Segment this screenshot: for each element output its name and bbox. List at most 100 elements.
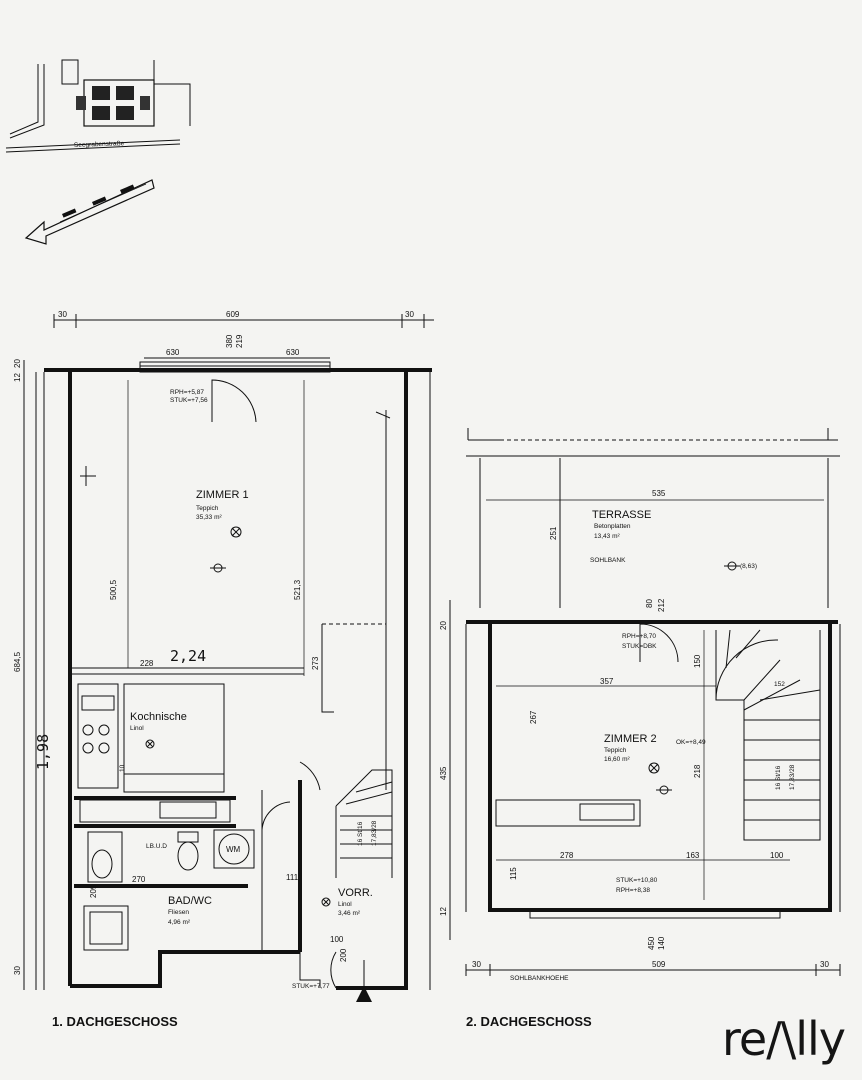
dim-vorr-100: 100 <box>330 935 344 944</box>
dim-stair-200: 200 <box>339 948 348 962</box>
rph-level: RPH=+8,70 <box>622 633 656 640</box>
dim-218: 218 <box>693 764 702 778</box>
floor-1-plan: 30 609 30 630 630 380 219 684,5 20 12 30… <box>13 310 434 1029</box>
room-vorr-area: 3,46 m² <box>338 910 361 917</box>
dim-left-12: 12 <box>13 373 22 382</box>
dim-100: 100 <box>770 851 784 860</box>
dim-228: 228 <box>140 659 154 668</box>
dim-hall-273: 273 <box>311 656 320 670</box>
dim-left-20: 20 <box>439 621 448 630</box>
handwritten-side: 1,98 <box>34 734 52 770</box>
north-arrow-icon <box>24 179 155 245</box>
stuk-level: STUK=DBK <box>622 643 657 650</box>
socket-icon <box>375 411 391 419</box>
dim-435: 435 <box>439 766 448 780</box>
dim-left-height: 684,5 <box>13 651 22 672</box>
staircase <box>335 769 393 878</box>
wm-label: WM <box>226 845 241 854</box>
room-kochnische-floor: Linol <box>130 725 144 732</box>
dim-room-h2: 521,3 <box>293 579 302 600</box>
dim-window-219: 219 <box>235 334 244 348</box>
room-vorr-name: VORR. <box>338 887 373 899</box>
dim-window-right: 630 <box>286 348 300 357</box>
dim-115: 115 <box>509 867 518 880</box>
dim-top-609: 609 <box>226 310 240 319</box>
floor-2-plan: 535 251 TERRASSE Betonplatten 13,43 m² S… <box>439 428 841 1029</box>
stove-icon <box>82 724 110 754</box>
stair-count: 16 St/16 <box>357 821 364 846</box>
site-plan: Seegrabenstraße <box>5 59 191 245</box>
washing-machine-icon: WM <box>213 829 255 869</box>
ceiling-light-icon <box>230 526 242 538</box>
dim-terrace-251: 251 <box>549 526 558 540</box>
dim-left-30: 30 <box>472 960 481 969</box>
dim-window-380: 380 <box>225 334 234 348</box>
smoke-detector-icon <box>724 561 740 571</box>
toilet-icon <box>177 831 199 871</box>
stair-dim: 17,83/28 <box>789 764 796 790</box>
ceiling-light-icon <box>145 739 155 749</box>
floor-1-title: 1. DACHGESCHOSS <box>52 1014 178 1029</box>
dim-357: 357 <box>600 677 614 686</box>
stair-count: 16 St/16 <box>775 765 782 790</box>
stuk-level: STUK=+7,56 <box>170 397 208 404</box>
dim-bottom-30: 30 <box>13 966 22 975</box>
room-terrasse-name: TERRASSE <box>592 509 651 521</box>
dim-left-20: 20 <box>13 359 22 368</box>
shower-icon <box>83 905 129 951</box>
room-bad-floor: Fliesen <box>168 909 189 916</box>
dim-left-12: 12 <box>439 907 448 916</box>
room-zimmer2-area: 16,60 m² <box>604 756 630 763</box>
rph-lower: RPH=+8,38 <box>616 887 650 894</box>
ceiling-light-icon <box>648 762 660 774</box>
room-zimmer2-floor: Teppich <box>604 747 627 754</box>
handwritten-width: 2,24 <box>170 647 206 665</box>
floor-2-title: 2. DACHGESCHOSS <box>466 1014 592 1029</box>
dim-window-left: 630 <box>166 348 180 357</box>
dim-278: 278 <box>560 851 574 860</box>
stuk-bottom: STUK=+7,77 <box>292 983 330 990</box>
room-vorr-floor: Linol <box>338 901 352 908</box>
stuk-lower: STUK=+10,80 <box>616 877 658 884</box>
room-zimmer1-area: 35,33 m² <box>196 514 222 521</box>
room-terrasse-area: 13,43 m² <box>594 533 620 540</box>
dim-80: 80 <box>645 599 654 608</box>
room-zimmer2-name: ZIMMER 2 <box>604 733 657 745</box>
ok-level: OK=+8,49 <box>676 739 706 746</box>
brand-logo: re/\lly <box>722 1012 846 1066</box>
dim-509: 509 <box>652 960 666 969</box>
smoke-detector-icon <box>656 785 672 795</box>
dim-267: 267 <box>529 710 538 724</box>
room-zimmer1-floor: Teppich <box>196 505 219 512</box>
dim-140: 140 <box>657 936 666 950</box>
socket-icon <box>80 466 96 486</box>
dim-bath-270: 270 <box>132 875 146 884</box>
lbud-label: LB.U.D <box>146 843 167 850</box>
dim-450: 450 <box>647 936 656 950</box>
sohlbank-bottom: SOHLBANKHOEHE <box>510 975 569 982</box>
smoke-detector-icon <box>210 563 226 573</box>
dim-right-30: 30 <box>820 960 829 969</box>
sohlbank-label: SOHLBANK <box>590 557 626 564</box>
dim-room-h1: 500,5 <box>109 579 118 600</box>
rph-level: RPH=+5,87 <box>170 389 204 396</box>
room-terrasse-floor: Betonplatten <box>594 523 631 530</box>
dim-right-30: 30 <box>405 310 414 319</box>
dim-hall-111: 111 <box>286 873 299 882</box>
dim-150: 150 <box>693 654 702 668</box>
dim-left-30: 30 <box>58 310 67 319</box>
room-bad-name: BAD/WC <box>168 895 212 907</box>
ceiling-light-icon <box>321 897 331 907</box>
street-label: Seegrabenstraße <box>74 140 125 149</box>
entrance-marker-icon <box>356 960 372 1002</box>
room-zimmer1-name: ZIMMER 1 <box>196 489 249 501</box>
room-kochnische-name: Kochnische <box>130 711 187 723</box>
dim-152: 152 <box>774 681 785 688</box>
dim-terrace-535: 535 <box>652 489 666 498</box>
dim-212: 212 <box>657 598 666 612</box>
spiral-staircase <box>715 629 821 841</box>
room-bad-area: 4,96 m² <box>168 919 191 926</box>
dim-side-10: 10 <box>119 764 126 772</box>
